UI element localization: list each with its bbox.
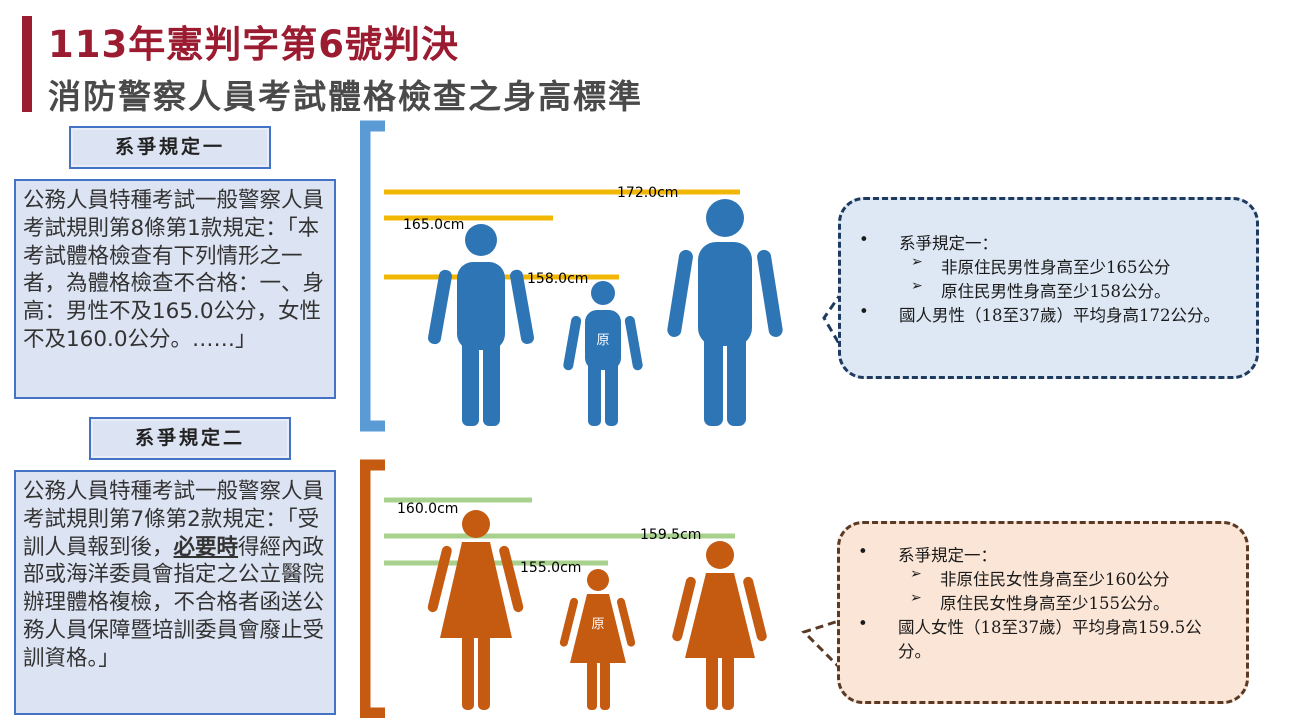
- rule1-heading: 系爭規定一: [69, 126, 271, 169]
- female-height-chart: 原 160.0cm 159.5cm 155.0cm: [360, 459, 767, 718]
- rule2-body-part2: 得經內政部或海洋委員會指定之公立醫院辦理體格複檢，不合格者函送公務人員保障暨培訓…: [23, 534, 325, 671]
- male-bullet-rule-text: 系爭規定一：: [899, 234, 998, 253]
- male-bullet-average-text: 國人男性（18至37歲）平均身高172公分。: [899, 306, 1220, 325]
- female-bullet-average-text: 國人女性（18至37歲）平均身高159.5公分。: [898, 618, 1202, 661]
- male-sub-indigenous: 原住民男性身高至少158公分。: [841, 278, 1256, 302]
- rule2-body-part1: 公務人員特種考試一般警察人員考試規則第7條第2款規定：「受訓人員報到後，: [23, 479, 325, 560]
- female-label-159-5: 159.5cm: [640, 527, 701, 543]
- female-sub-nonindigenous-text: 非原住民女性身高至少160公分: [940, 570, 1170, 589]
- female-bracket: [360, 459, 385, 718]
- female-figure-nonindigenous: [427, 510, 524, 710]
- female-bullet-average: 國人女性（18至37歲）平均身高159.5公分。: [840, 614, 1246, 662]
- rule2-text-box: 公務人員特種考試一般警察人員考試規則第7條第2款規定：「受訓人員報到後，必要時得…: [14, 470, 336, 715]
- rule1-text-box: 公務人員特種考試一般警察人員考試規則第8條第1款規定：「本考試體格檢查有下列情形…: [14, 179, 336, 399]
- male-sub-nonindigenous-text: 非原住民男性身高至少165公分: [941, 258, 1171, 277]
- male-sub-nonindigenous: 非原住民男性身高至少165公分: [841, 254, 1256, 278]
- male-bullet-rule: 系爭規定一：: [841, 230, 1256, 254]
- male-summary-bubble: 系爭規定一： 非原住民男性身高至少165公分 原住民男性身高至少158公分。 國…: [838, 197, 1259, 379]
- male-figure-average: [667, 199, 783, 426]
- male-figure-indigenous: [563, 281, 643, 426]
- female-label-160: 160.0cm: [397, 501, 458, 517]
- female-bullet-rule-text: 系爭規定一：: [898, 546, 997, 565]
- rule2-emphasis: 必要時: [173, 534, 239, 560]
- male-bracket: [360, 120, 385, 432]
- female-label-155: 155.0cm: [520, 560, 581, 576]
- male-sub-indigenous-text: 原住民男性身高至少158公分。: [941, 282, 1171, 301]
- female-figure-average: [672, 541, 767, 710]
- female-bullet-rule: 系爭規定一：: [840, 542, 1246, 566]
- rule1-body: 公務人員特種考試一般警察人員考試規則第8條第1款規定：「本考試體格檢查有下列情形…: [23, 188, 325, 352]
- male-indigenous-mark: 原: [596, 333, 609, 348]
- male-bubble-tail: [822, 291, 846, 353]
- female-summary-bubble: 系爭規定一： 非原住民女性身高至少160公分 原住民女性身高至少155公分。 國…: [837, 521, 1249, 704]
- female-sub-indigenous: 原住民女性身高至少155公分。: [840, 590, 1246, 614]
- male-figure-nonindigenous: [428, 224, 534, 426]
- rule2-body: 公務人員特種考試一般警察人員考試規則第7條第2款規定：「受訓人員報到後，必要時得…: [23, 478, 327, 673]
- female-sub-nonindigenous: 非原住民女性身高至少160公分: [840, 566, 1246, 590]
- rule2-heading: 系爭規定二: [89, 417, 291, 460]
- male-label-158: 158.0cm: [527, 271, 588, 287]
- title-accent-bar: [22, 16, 32, 112]
- page-subtitle: 消防警察人員考試體格檢查之身高標準: [48, 77, 643, 116]
- page-title: 113年憲判字第6號判決: [48, 23, 459, 66]
- female-sub-indigenous-text: 原住民女性身高至少155公分。: [940, 594, 1170, 613]
- male-label-172: 172.0cm: [617, 185, 678, 201]
- male-bullet-average: 國人男性（18至37歲）平均身高172公分。: [841, 302, 1256, 326]
- female-bubble-tail: [801, 616, 849, 674]
- male-height-chart: 原 172.0cm 165.0cm 158.0cm: [360, 120, 783, 432]
- female-indigenous-mark: 原: [591, 617, 604, 632]
- female-figure-indigenous: [559, 569, 636, 710]
- male-label-165: 165.0cm: [403, 217, 464, 233]
